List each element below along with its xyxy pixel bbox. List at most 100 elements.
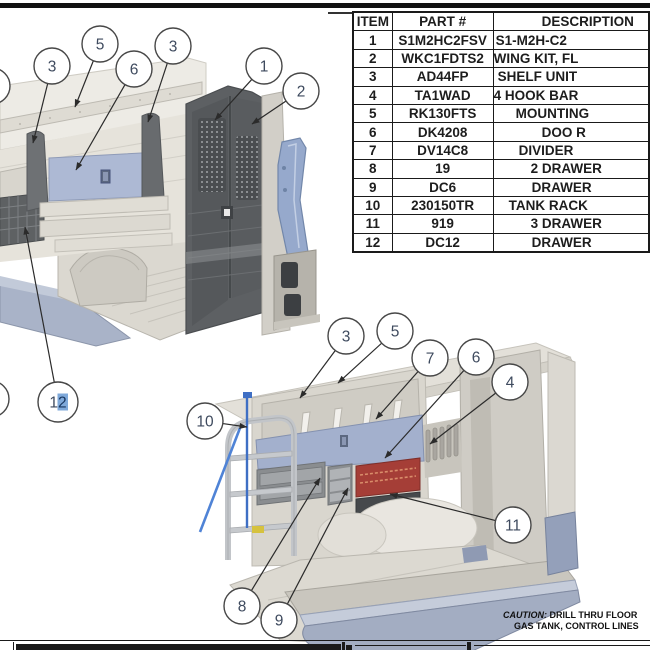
leader-line: [23, 226, 55, 383]
leader-line: [384, 369, 465, 459]
callout-number: 5: [96, 37, 105, 54]
cell-desc: S1-M2H-C2: [492, 30, 650, 50]
callout-5: 5: [337, 312, 414, 384]
leader-line: [429, 392, 497, 445]
callout-12: 12: [23, 226, 79, 423]
callout-circle: [0, 69, 11, 103]
cell-part: AD44FP: [391, 67, 494, 87]
cell-item: 5: [352, 103, 393, 124]
callout-circle: [81, 25, 119, 63]
cell-part: RK130FTS: [391, 103, 494, 124]
callout-7: 7: [375, 339, 449, 420]
table-left-stub-line: [328, 12, 352, 14]
callout-8: 8: [223, 477, 321, 625]
cell-item: 4: [352, 85, 393, 105]
caution-line-1: CAUTION: DRILL THRU FLOOR: [503, 610, 638, 620]
caution-prefix: CAUTION:: [503, 610, 547, 620]
col-header-item: ITEM: [352, 11, 393, 32]
callout-6: 6: [384, 338, 495, 459]
selection-highlight: [57, 393, 68, 411]
callout-3: 3: [147, 27, 192, 123]
col-header-description: DESCRIPTION: [492, 11, 650, 32]
callout-circle: [327, 317, 365, 355]
table-header-row: ITEM PART # DESCRIPTION: [352, 11, 650, 32]
leader-line: [74, 60, 94, 108]
callout-circle: [33, 47, 71, 85]
cell-desc: 2 DRAWER: [492, 159, 650, 179]
leader-line: [375, 371, 419, 420]
cell-desc: DIVIDER: [492, 140, 650, 161]
leader-line: [214, 78, 253, 121]
callout-9: 9: [260, 487, 349, 639]
callout-circle: [223, 587, 261, 625]
titleblock-tick-1: [13, 642, 15, 650]
cell-item: 12: [352, 232, 393, 253]
callout-number: 12: [49, 395, 66, 412]
cell-item: 6: [352, 122, 393, 142]
cell-desc: MOUNTING: [492, 103, 650, 124]
callout-number: 1: [260, 59, 269, 76]
cell-part: TA1WAD: [391, 85, 494, 105]
cell-part: DC12: [391, 232, 494, 253]
callout-circle: [494, 506, 532, 544]
callout-number: 3: [169, 39, 178, 56]
col-header-part: PART #: [391, 11, 494, 32]
callout-number: 11: [505, 518, 521, 535]
callout-number: 7: [426, 351, 435, 368]
van-interior-illustration: [0, 57, 320, 347]
callout-number: 2: [297, 84, 306, 101]
cell-part: 230150TR: [391, 195, 494, 216]
cell-item: 3: [352, 67, 393, 87]
cell-part: S1M2HC2FSV: [391, 30, 494, 50]
callout-6: 6: [75, 50, 153, 171]
cell-item: 7: [352, 140, 393, 161]
leader-line: [147, 62, 168, 123]
leader-line: [251, 100, 287, 125]
callout-circle: [491, 363, 529, 401]
callout-circle: [154, 27, 192, 65]
callout-number: 6: [472, 350, 481, 367]
cell-desc: DRAWER: [492, 232, 650, 253]
leader-line: [337, 342, 383, 384]
callout-circle: [457, 338, 495, 376]
callout-4: 4: [429, 363, 529, 445]
callout-number: 3: [48, 59, 57, 76]
caution-line-2: GAS TANK, CONTROL LINES: [514, 621, 639, 631]
callout-10: 10: [186, 402, 248, 440]
caution-note: CAUTION: DRILL THRU FLOOR GAS TANK, CONT…: [503, 610, 650, 632]
cell-part: DC6: [391, 177, 494, 197]
cell-desc: 3 DRAWER: [492, 214, 650, 234]
titleblock-black-cell: [16, 644, 341, 650]
cell-desc: DRAWER: [492, 177, 650, 197]
leader-line: [286, 487, 349, 605]
cell-item: 8: [352, 159, 393, 179]
callout-circle: [245, 47, 283, 85]
callout-number: 10: [196, 414, 214, 431]
callout-number: 6: [130, 62, 139, 79]
callout-circle: [282, 72, 320, 110]
leader-line: [299, 350, 336, 399]
cell-item: 9: [352, 177, 393, 197]
leader-line: [250, 477, 321, 591]
callout-circle: [376, 312, 414, 350]
titleblock-tick-4: [467, 642, 471, 650]
callout-partial: [0, 69, 11, 103]
callout-number: 5: [391, 324, 400, 341]
callout-circle: [115, 50, 153, 88]
titleblock-tick-2: [342, 642, 345, 650]
cell-desc: 4 HOOK BAR: [492, 85, 650, 105]
callout-circle: [411, 339, 449, 377]
cell-desc: TANK RACK: [492, 195, 650, 216]
callout-2: 2: [251, 72, 320, 125]
cell-item: 1: [352, 30, 393, 50]
